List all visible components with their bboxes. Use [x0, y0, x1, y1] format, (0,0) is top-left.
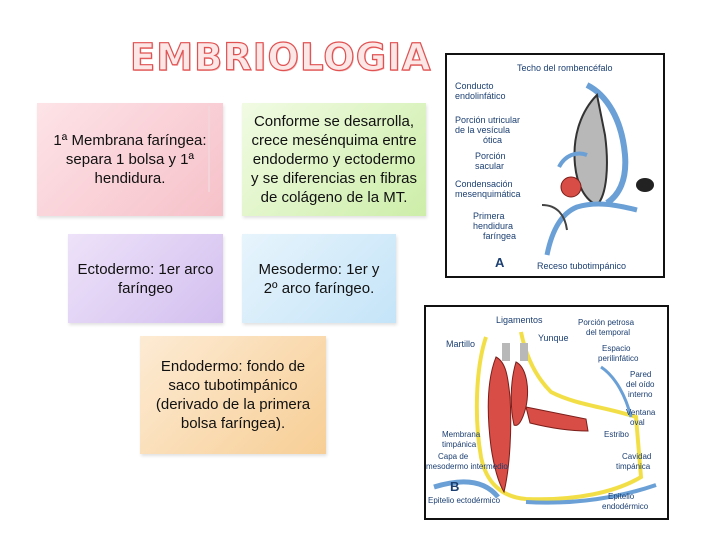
figure-a-illustration: Techo del rombencéfalo Conducto endolinf…: [455, 63, 654, 271]
label-epitelio-endo-2: endodérmico: [602, 502, 649, 511]
ligament-shape-1: [502, 343, 510, 361]
label-techo: Techo del rombencéfalo: [517, 63, 613, 73]
endodermal-epithelium-shape: [525, 483, 657, 505]
page-title: EMBRIOLOGIA: [129, 35, 432, 79]
label-utricular-2: de la vesícula: [455, 125, 510, 135]
endodermo-box: Endodermo: fondo de saco tubotimpánico (…: [140, 336, 326, 454]
label-sacular-2: sacular: [475, 161, 504, 171]
ectodermal-epithelium-shape: [433, 479, 500, 499]
figure-b-middle-ear: Ligamentos Porción petrosa del temporal …: [424, 305, 669, 520]
label-ventana-1: Ventana: [626, 408, 656, 417]
membrana-faringea-box: 1ª Membrana faríngea: separa 1 bolsa y 1…: [37, 103, 223, 216]
mesenquima-text: Conforme se desarrolla, crece mesénquima…: [251, 113, 417, 206]
label-membrana-1: Membrana: [442, 430, 481, 439]
label-utricular-1: Porción utricular: [455, 115, 520, 125]
figure-a-otic-vesicle: Techo del rombencéfalo Conducto endolinf…: [445, 53, 665, 278]
label-condensacion-1: Condensación: [455, 179, 513, 189]
mesenquima-box: Conforme se desarrolla, crece mesénquima…: [242, 103, 426, 216]
tubotympanic-recess-shape: [544, 201, 638, 256]
label-hendidura-3: faríngea: [483, 231, 516, 241]
label-ventana-2: oval: [630, 418, 645, 427]
label-hendidura-1: Primera: [473, 211, 505, 221]
label-capa-1: Capa de: [438, 452, 469, 461]
mesodermo-text: Mesodermo: 1er y 2º arco faríngeo.: [258, 260, 380, 297]
endolymphatic-duct-shape: [557, 151, 588, 169]
label-sacular-1: Porción: [475, 151, 506, 161]
label-petrosa-1: Porción petrosa: [578, 318, 635, 327]
box-divider: [208, 106, 210, 192]
label-ligamentos: Ligamentos: [496, 315, 543, 325]
rhombencephalon-shape: [585, 82, 629, 206]
label-hendidura-2: hendidura: [473, 221, 513, 231]
ectodermo-box: Ectodermo: 1er arco faríngeo: [68, 234, 223, 323]
label-estribo: Estribo: [604, 430, 629, 439]
label-utricular-3: ótica: [483, 135, 502, 145]
incus-shape: [510, 361, 529, 426]
label-epitelio-endo-1: Epitelio: [608, 492, 635, 501]
label-pared-3: interno: [628, 390, 653, 399]
label-espacio-2: perilinfático: [598, 354, 639, 363]
label-yunque: Yunque: [538, 333, 569, 343]
label-cavidad-2: timpánica: [616, 462, 651, 471]
ectodermo-text: Ectodermo: 1er arco faríngeo: [77, 260, 214, 297]
mesodermo-box: Mesodermo: 1er y 2º arco faríngeo.: [242, 234, 396, 323]
tympanic-cavity-outline-shape: [474, 331, 644, 502]
label-pared-1: Pared: [630, 370, 651, 379]
label-martillo: Martillo: [446, 339, 475, 349]
pharyngeal-cleft-shape: [541, 204, 568, 231]
label-membrana-2: timpánica: [442, 440, 477, 449]
mesenchymal-condensation-shape: [560, 176, 582, 198]
figure-a-letter: A: [495, 255, 505, 270]
stapes-shape: [525, 406, 589, 432]
dark-marker-shape: [636, 178, 654, 192]
label-cavidad-1: Cavidad: [622, 452, 651, 461]
otic-vesicle-shape: [573, 92, 608, 207]
label-pared-2: del oído: [626, 380, 655, 389]
label-conducto-1: Conducto: [455, 81, 494, 91]
label-conducto-2: endolinfático: [455, 91, 506, 101]
perilymphatic-space-shape: [600, 365, 633, 418]
figure-b-illustration: Ligamentos Porción petrosa del temporal …: [426, 315, 657, 511]
label-receso: Receso tubotimpánico: [537, 261, 626, 271]
malleus-shape: [487, 356, 512, 494]
label-epitelio-ecto: Epitelio ectodérmico: [428, 496, 501, 505]
label-petrosa-2: del temporal: [586, 328, 630, 337]
label-espacio-1: Espacio: [602, 344, 631, 353]
label-capa-2: mesodermo intermedio: [426, 462, 508, 471]
label-condensacion-2: mesenquimática: [455, 189, 521, 199]
ligament-shape-2: [520, 343, 528, 361]
membrana-faringea-text: 1ª Membrana faríngea: separa 1 bolsa y 1…: [53, 132, 207, 187]
endodermo-text: Endodermo: fondo de saco tubotimpánico (…: [155, 358, 311, 432]
figure-b-letter: B: [450, 479, 459, 494]
